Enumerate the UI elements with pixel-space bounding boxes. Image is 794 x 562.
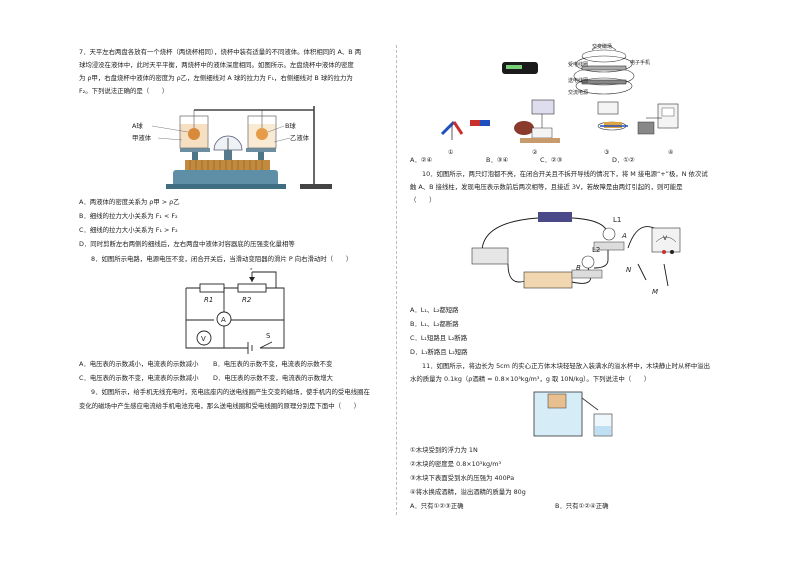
label-r1: R1 [204,296,213,304]
lamp-l2-base [571,269,603,279]
q8-option-c: C．电压表的示数不变，电流表的示数减小 [79,374,199,382]
ammeter-icon [216,311,232,327]
q9-figure: 交变磁场 受电线圈 电子手机 送电线圈 交流电源 [440,43,679,156]
q10-option-c: C．L₁短路且 L₂断路 [410,334,468,342]
ball-b [256,128,268,140]
q11-statement-3: ③木块下表面受到水的压强为 400Pa [410,474,515,482]
q11-overflow-figure [533,391,613,437]
q10-line1: 10．如图所示，两只灯泡都不亮，在闭合开关且不拆开导线的情况下，将 M 接电源“… [422,170,708,178]
circle-label-1: ① [448,149,453,156]
q7-line2: 球均浸没在液体中，此时天平平衡，两烧杯中的液体深度相同。如图所示。左盘烧杯中液体… [79,61,354,69]
lamp-l1-icon [602,227,616,241]
q8-option-b: B．电压表的示数不变，电流表的示数不变 [213,360,333,368]
q10-line2: 触 A、B 接线柱，发现电压表示数前后两次相等，且接近 3V，若故障是由两灯引起… [410,183,683,191]
balance-figure: A球 甲液体 B球 乙液体 [132,106,332,189]
label-probe-m: M [652,288,658,296]
rheostat-icon [523,271,573,289]
label-liquid-jia: 甲液体 [132,133,152,142]
q9-option-a: A．②④ [410,156,433,164]
q8-stem: 8．如图所示电路，电源电压不变，闭合开关后，当滑动变阻器的滑片 P 向右滑动时（… [91,255,353,263]
q11-line2: 水的质量为 0.1kg（ρ酒精 = 0.8×10³kg/m³，g 取 10N/k… [410,375,651,383]
label-voltmeter-v: V [663,235,668,242]
fig-label-receiving-coil: 受电线圈 [568,61,588,68]
balance-base [173,170,278,186]
spout [581,397,599,411]
switch-icon [471,247,509,265]
experiment-2-icon [514,99,560,143]
wood-block [547,393,567,409]
q7-line3: 为 ρ甲，右盘烧杯中液体的密度为 ρ乙，左侧细线对 A 球的拉力为 F₁，右侧细… [79,74,353,82]
circle-label-4: ④ [668,149,673,156]
lamp-l2-icon [581,255,595,269]
q10-line3: （ ） [410,196,436,204]
resistor-r2 [237,283,267,293]
q10-option-a: A．L₁、L₂都短路 [410,306,459,314]
battery-pack [538,212,572,222]
q7-line1: 7．天平左右两盘各放有一个烧杯（两烧杯相同），烧杯中装有适量的不同液体。体积相同… [79,48,362,56]
resistor-r1 [199,283,225,293]
q10-circuit-figure: L1 L2 A B N M V [471,212,681,296]
fig-label-ac-source: 交流电源 [568,89,588,96]
label-ball-b: B球 [285,121,296,130]
q9-option-b: B．③④ [486,156,509,164]
fig-label-sending-coil: 送电线圈 [568,77,588,84]
experiment-4-icon [637,103,679,135]
experiment-3-icon [597,101,628,131]
q7-option-b: B．细线的拉力大小关系为 F₁ < F₂ [79,212,178,220]
fig-label-phone: 电子手机 [630,59,650,66]
circle-label-3: ③ [604,149,609,156]
balance-beam [185,160,270,170]
q8-option-a: A．电压表的示数减小，电流表的示数减小 [79,360,199,368]
q10-option-b: B．L₁、L₂都断路 [410,320,459,328]
q7-line4: F₂。下列说法正确的是（ ） [79,87,169,95]
right-pan [246,148,276,152]
lamp-l1-base [593,241,625,251]
q8-circuit-figure: P R1 R2 A V S [185,268,285,354]
label-liquid-yi: 乙液体 [290,133,310,142]
circle-label-2: ② [532,149,538,156]
label-voltmeter: V [201,335,206,343]
column-divider [396,45,397,515]
q10-option-d: D．L₁断路且 L₂短路 [410,348,468,356]
ball-a [188,128,200,140]
q9-option-c: C．②③ [540,156,563,164]
q11-statement-2: ②木块的密度是 0.8×10³kg/m³ [410,460,502,468]
label-ball-a: A球 [132,121,143,130]
label-ammeter: A [221,316,226,324]
q7-option-d: D．同时剪断左右两侧的细线后，左右两盘中液体对容器底的压强变化量相等 [79,240,295,248]
fig-label-alternating-field: 交变磁场 [592,43,612,50]
coil-diagram [573,44,635,95]
q8-option-d: D．电压表的示数不变，电流表的示数增大 [213,374,333,382]
label-terminal-a: A [621,232,627,240]
q9-option-d: D．①② [612,156,635,164]
label-r2: R2 [242,296,252,304]
balance-foot [166,184,286,189]
q11-statement-4: ④将水换成酒精，溢出酒精的质量为 80g [410,488,526,496]
voltmeter-icon [196,330,212,346]
q9-line2: 变化的磁场中产生感应电流给手机电池充电，那么送电线圈和受电线圈的原理分别是下面中… [79,402,361,410]
q9-line1: 9．如图所示，给手机无线充电时，充电底座内的送电线圈产生交变的磁场，使手机内的受… [91,388,370,396]
label-p: P [250,268,254,272]
label-switch: S [266,332,271,340]
q11-option-a: A．只有①②③正确 [410,502,464,510]
q11-line1: 11．如图所示，将边长为 5cm 的实心正方体木块轻轻放入装满水的溢水杯中，木块… [422,362,711,370]
q7-option-c: C．细线的拉力大小关系为 F₁ > F₂ [79,226,178,234]
q11-option-b: B．只有①②④正确 [555,502,609,510]
label-l1: L1 [613,216,621,224]
label-terminal-b: B [576,264,581,272]
left-pan [180,148,210,152]
experiment-1-icon [440,120,490,140]
label-l2: L2 [592,246,600,254]
label-probe-n: N [626,266,632,274]
q7-option-a: A．两液体的密度关系为 ρ甲 > ρ乙 [79,198,180,206]
q11-statement-1: ①木块受到的浮力为 1N [410,446,478,454]
